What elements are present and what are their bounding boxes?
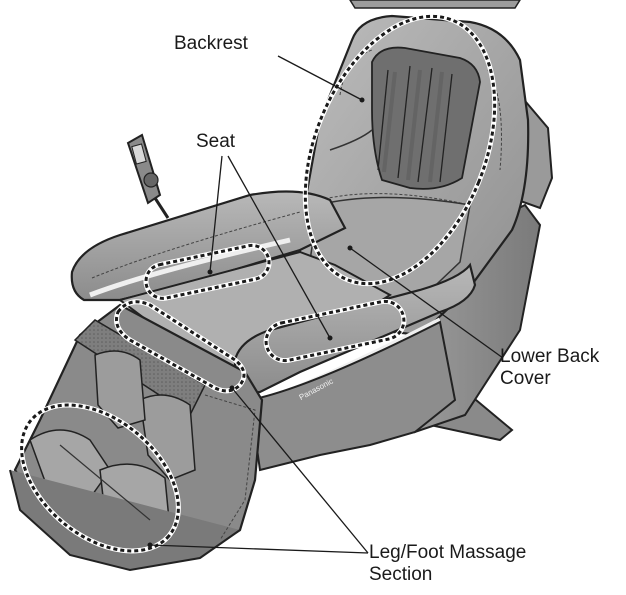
- leg-foot-massage-label-line2: Section: [369, 564, 526, 586]
- lower-back-cover-label-line1: Lower Back: [500, 346, 599, 368]
- top-edge-fragment: [350, 0, 520, 8]
- remote-control: [128, 135, 168, 218]
- backrest-label: Backrest: [174, 33, 248, 55]
- lower-back-cover-label-line2: Cover: [500, 368, 599, 390]
- seat-label: Seat: [196, 131, 235, 153]
- leg-foot-massage-label-line1: Leg/Foot Massage: [369, 542, 526, 564]
- lower-back-cover-label: Lower Back Cover: [500, 346, 599, 390]
- leg-foot-massage-label: Leg/Foot Massage Section: [369, 542, 526, 586]
